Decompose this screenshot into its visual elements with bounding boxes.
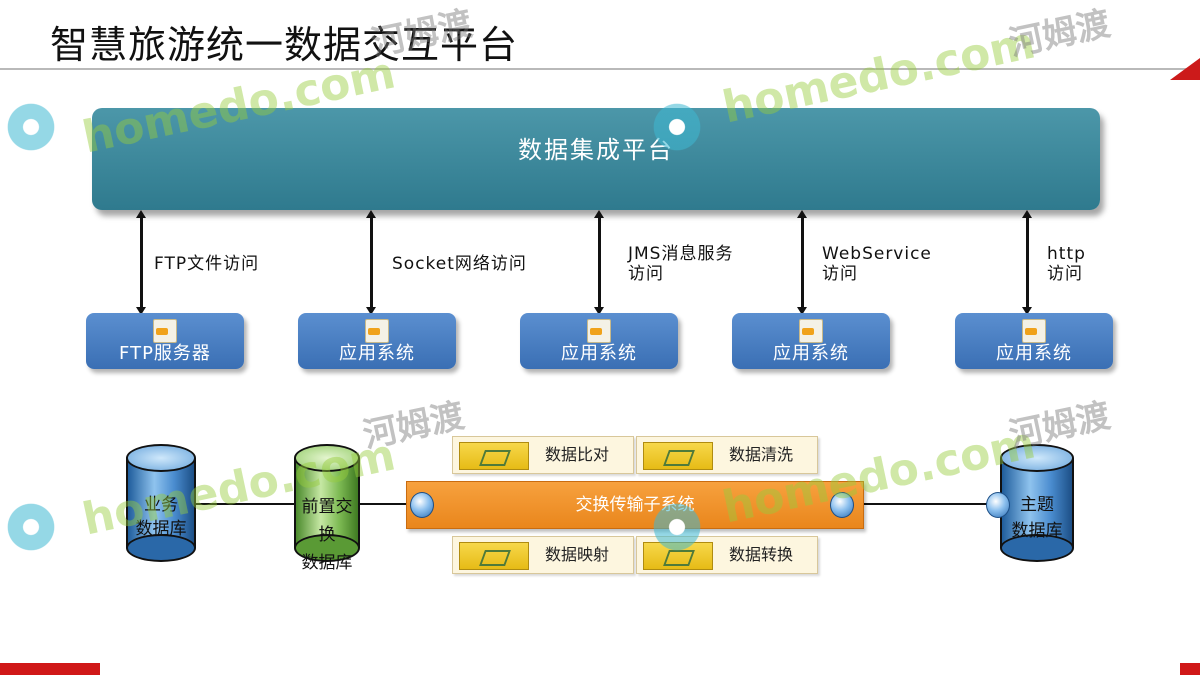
business-database: 业务 数据库	[126, 444, 196, 562]
bus-node-left	[410, 492, 434, 518]
connection-label-ftp: FTP文件访问	[154, 254, 260, 274]
connection-label-jms: JMS消息服务 访问	[628, 244, 734, 284]
connection-label-webservice: WebService 访问	[822, 244, 932, 284]
title-divider	[0, 68, 1200, 70]
document-icon	[365, 319, 389, 343]
sub-module-data-compare: 数据比对	[452, 436, 634, 474]
connection-label-http: http 访问	[1047, 244, 1086, 284]
connector-arrow-ftp	[136, 210, 146, 315]
system-box-ftp-server: FTP服务器	[86, 313, 244, 369]
watermark-flower-icon	[650, 100, 704, 154]
watermark-cn: 河姆渡	[1005, 395, 1114, 457]
theme-db-node	[986, 492, 1010, 518]
connection-label-socket: Socket网络访问	[392, 254, 527, 274]
system-box-app-1: 应用系统	[298, 313, 456, 369]
bus-node-right	[830, 492, 854, 518]
watermark-cn: 河姆渡	[1005, 3, 1114, 65]
flow-line-exchange-to-bus	[360, 503, 410, 505]
title-accent	[1170, 58, 1200, 80]
network-icon	[459, 542, 529, 570]
document-icon	[587, 319, 611, 343]
system-box-app-4: 应用系统	[955, 313, 1113, 369]
network-icon	[459, 442, 529, 470]
connector-arrow-jms	[594, 210, 604, 315]
watermark-flower-icon	[650, 500, 704, 554]
data-integration-platform: 数据集成平台	[92, 108, 1100, 210]
network-icon	[643, 442, 713, 470]
watermark-flower-icon	[4, 100, 58, 154]
connector-arrow-webservice	[797, 210, 807, 315]
document-icon	[153, 319, 177, 343]
footer-bar-right	[1180, 663, 1200, 675]
watermark-flower-icon	[4, 500, 58, 554]
connector-arrow-http	[1022, 210, 1032, 315]
sub-module-data-cleaning: 数据清洗	[636, 436, 818, 474]
page-title: 智慧旅游统一数据交互平台	[50, 23, 519, 67]
system-box-app-2: 应用系统	[520, 313, 678, 369]
sub-module-data-mapping: 数据映射	[452, 536, 634, 574]
system-box-app-3: 应用系统	[732, 313, 890, 369]
connector-arrow-socket	[366, 210, 376, 315]
exchange-database: 前置交 换 数据库	[294, 444, 360, 573]
flow-line-business-to-exchange	[196, 503, 296, 505]
document-icon	[1022, 319, 1046, 343]
flow-line-bus-to-theme	[860, 503, 1000, 505]
footer-bar-left	[0, 663, 100, 675]
theme-database: 主题 数据库	[1000, 444, 1074, 562]
document-icon	[799, 319, 823, 343]
